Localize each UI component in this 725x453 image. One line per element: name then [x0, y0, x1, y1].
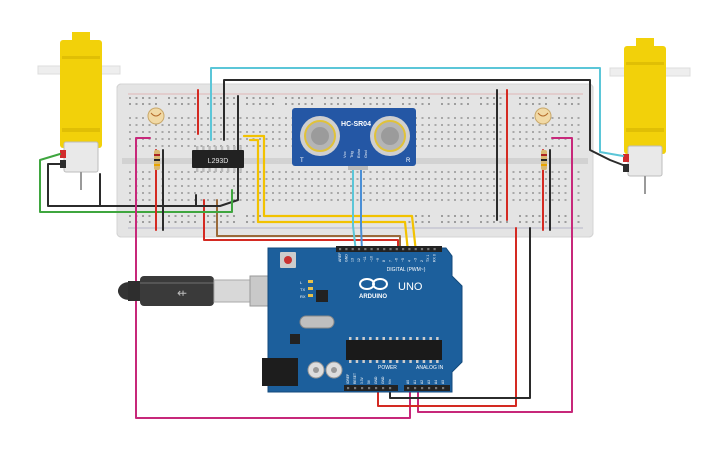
- arduino-pin-label: 12: [357, 258, 361, 262]
- arduino-pin-label: 13: [351, 258, 355, 262]
- wire-black-top: [223, 79, 624, 166]
- led-label: L: [300, 280, 303, 285]
- power-pin-label: Vin: [388, 379, 392, 384]
- analog-pin-label: A0: [406, 380, 410, 384]
- usb-cable[interactable]: ⇷: [118, 275, 291, 307]
- power-pin-label: IOREF: [346, 374, 350, 384]
- arduino-pin-label: TX 1: [426, 255, 430, 262]
- wire-red-right: [377, 227, 517, 407]
- power-header-label: POWER: [378, 365, 397, 371]
- wire-pink-right: [417, 137, 573, 413]
- left-ldr[interactable]: [147, 107, 165, 170]
- wire-sensor-blue: [360, 167, 363, 253]
- analog-pin-label: A3: [427, 380, 431, 384]
- wire-brown: [216, 199, 401, 253]
- arduino-pin-label: ~5: [401, 258, 405, 262]
- arduino-model: UNO: [398, 281, 423, 293]
- arduino-pin-label: 4: [407, 260, 411, 262]
- wire-black-right: [389, 227, 531, 399]
- arduino-pin-label: ~9: [376, 258, 380, 262]
- sensor-pin-label: Trig: [349, 151, 354, 158]
- left-motor-body: [60, 40, 102, 148]
- wire-yellow-1: [248, 138, 410, 254]
- wire-yellow-2: [242, 134, 418, 254]
- sensor-mark-r: R: [406, 158, 411, 164]
- analog-header-label: ANALOG IN: [416, 365, 444, 371]
- wire-cyan: [210, 67, 624, 157]
- motor-driver-ic[interactable]: L293D: [192, 146, 244, 172]
- analog-pin-label: A4: [434, 380, 438, 384]
- digital-header-label: DIGITAL (PWM~): [387, 267, 426, 273]
- wire-sensor-cyan: [352, 167, 357, 253]
- power-pin-label: GND: [381, 376, 385, 384]
- arduino-logo-icon: [359, 278, 388, 290]
- sensor-pin-label: Gnd: [363, 150, 368, 158]
- wire-black-motor: [47, 163, 197, 207]
- driver-ic-label: L293D: [208, 158, 229, 165]
- led-label: RX: [300, 294, 306, 299]
- analog-pin-label: A2: [420, 380, 424, 384]
- arduino-brand: ARDUINO: [359, 294, 387, 300]
- right-motor[interactable]: [609, 38, 691, 194]
- power-pin-label: GND: [374, 376, 378, 384]
- arduino-pin-label: 2: [420, 260, 424, 262]
- power-pin-label: 3.3V: [360, 376, 364, 384]
- usb-symbol-icon: ⇷: [177, 286, 187, 300]
- analog-pin-label: A5: [441, 380, 445, 384]
- analog-pin-label: A1: [413, 380, 417, 384]
- arduino-pin-label: 7: [388, 260, 392, 262]
- arduino-pin-label: 8: [382, 260, 386, 262]
- wires: [39, 67, 624, 419]
- arduino-pin-label: ~6: [395, 258, 399, 262]
- power-pin-label: 5V: [367, 379, 371, 384]
- arduino-pin-label: ~11: [363, 256, 367, 262]
- arduino-pin-label: RX 0: [433, 254, 437, 262]
- arduino-pin-label: AREF: [338, 253, 342, 262]
- wire-green: [39, 153, 233, 213]
- sensor-label: HC-SR04: [341, 121, 371, 128]
- arduino-pin-label: GND: [344, 254, 348, 262]
- arduino-pin-label: ~3: [414, 258, 418, 262]
- right-motor-body: [624, 46, 666, 154]
- sensor-pin-label: Vcc: [342, 151, 347, 158]
- power-pin-label: RESET: [353, 373, 357, 384]
- sensor-pin-label: Echo: [356, 148, 361, 158]
- left-motor[interactable]: [37, 32, 121, 190]
- arduino-pin-label: ~10: [370, 256, 374, 262]
- right-ldr[interactable]: [534, 107, 552, 170]
- sensor-mark-t: T: [300, 158, 304, 164]
- wire-pink-left: [135, 137, 411, 419]
- led-label: TX: [300, 287, 305, 292]
